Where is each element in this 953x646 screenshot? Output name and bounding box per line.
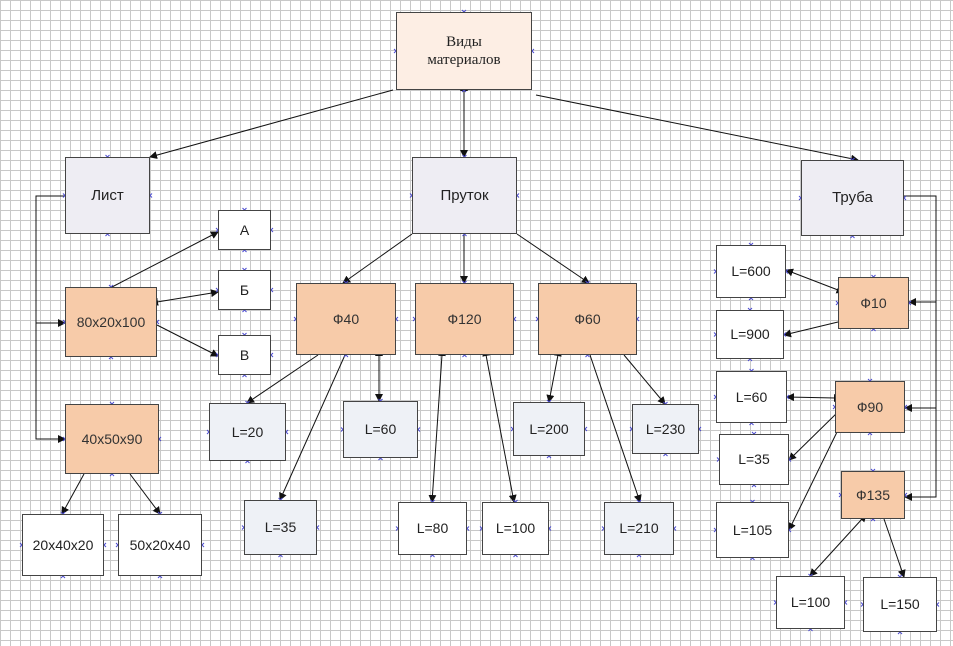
node-20x40x20-label: 20x40x20 bbox=[32, 536, 94, 553]
connector-f90-l60 bbox=[786, 393, 842, 402]
node-l100-prutok[interactable]: L=100 bbox=[482, 502, 549, 555]
node-f90[interactable]: Ф90 bbox=[835, 381, 905, 433]
node-l100-truba[interactable]: L=100 bbox=[776, 576, 845, 629]
node-l80-label: L=80 bbox=[416, 520, 449, 537]
node-truba[interactable]: Труба bbox=[801, 160, 904, 236]
node-b[interactable]: Б bbox=[218, 270, 271, 310]
node-v[interactable]: В bbox=[218, 335, 271, 375]
node-f60[interactable]: Ф60 bbox=[538, 283, 637, 355]
node-l60-truba[interactable]: L=60 bbox=[716, 371, 787, 423]
node-l105-label: L=105 bbox=[732, 521, 773, 538]
node-l600[interactable]: L=600 bbox=[716, 245, 786, 298]
node-50x20x40-label: 50x20x40 bbox=[129, 536, 191, 553]
connector-prutok-f40 bbox=[342, 233, 413, 284]
node-f120[interactable]: Ф120 bbox=[415, 283, 514, 355]
connector-40-50x20x40 bbox=[129, 473, 161, 515]
node-l900[interactable]: L=900 bbox=[716, 310, 784, 359]
connector-f90-l105 bbox=[788, 429, 839, 531]
node-l100-prutok-label: L=100 bbox=[495, 520, 536, 537]
node-f10-label: Ф10 bbox=[860, 294, 887, 311]
node-l60-prutok[interactable]: L=60 bbox=[343, 401, 418, 458]
connector-f120-l80 bbox=[428, 348, 446, 503]
node-v-label: В bbox=[239, 346, 250, 363]
node-l900-label: L=900 bbox=[730, 326, 770, 343]
node-f135-label: Ф135 bbox=[855, 486, 890, 503]
connector-f60-l230 bbox=[623, 354, 666, 405]
connector-root-truba bbox=[535, 94, 859, 163]
connector-f40-l35 bbox=[279, 354, 346, 501]
node-prutok-label: Пруток bbox=[440, 186, 489, 204]
node-a[interactable]: А bbox=[218, 210, 271, 250]
node-f60-label: Ф60 bbox=[574, 310, 601, 327]
connector-f10-l900 bbox=[783, 321, 839, 338]
connector-truba-f90 bbox=[904, 302, 937, 412]
connector-list-40x50x90 bbox=[35, 323, 66, 443]
node-80x20x100-label: 80x20x100 bbox=[76, 313, 146, 330]
connector-f10-l600 bbox=[785, 268, 845, 294]
node-l35-prutok-label: L=35 bbox=[264, 519, 297, 536]
node-l105[interactable]: L=105 bbox=[716, 502, 789, 558]
node-a-label: А bbox=[239, 221, 250, 238]
node-l20[interactable]: L=20 bbox=[209, 403, 286, 461]
connector-truba-f135 bbox=[904, 408, 937, 501]
connector-f135-l100 bbox=[809, 513, 867, 577]
node-l150-label: L=150 bbox=[880, 596, 920, 613]
node-list-label: Лист bbox=[91, 186, 124, 204]
node-80x20x100[interactable]: 80x20x100 bbox=[65, 287, 157, 357]
node-l60-prutok-label: L=60 bbox=[364, 421, 397, 438]
connector-prutok-f60 bbox=[516, 233, 590, 284]
node-l230[interactable]: L=230 bbox=[632, 404, 699, 454]
connector-f60-l200 bbox=[546, 348, 562, 403]
node-l210[interactable]: L=210 bbox=[604, 502, 674, 555]
node-f135[interactable]: Ф135 bbox=[841, 471, 905, 519]
node-40x50x90-label: 40x50x90 bbox=[81, 430, 143, 447]
node-root[interactable]: Виды материалов bbox=[396, 12, 532, 90]
node-l200-label: L=200 bbox=[529, 420, 569, 437]
connector-80-a bbox=[111, 231, 219, 288]
node-l150[interactable]: L=150 bbox=[863, 577, 937, 632]
node-l80[interactable]: L=80 bbox=[398, 502, 467, 555]
node-b-label: Б bbox=[239, 281, 250, 298]
node-l20-label: L=20 bbox=[231, 423, 264, 440]
node-50x20x40[interactable]: 50x20x40 bbox=[118, 514, 202, 576]
node-truba-label: Труба bbox=[832, 189, 873, 206]
connector-list-80x20x100 bbox=[35, 195, 66, 327]
node-f120-label: Ф120 bbox=[447, 310, 482, 327]
connector-f120-l100 bbox=[482, 348, 517, 503]
node-l35-prutok[interactable]: L=35 bbox=[244, 500, 317, 555]
node-l200[interactable]: L=200 bbox=[513, 402, 585, 456]
connector-truba-f10 bbox=[904, 195, 937, 306]
connector-80-b bbox=[150, 289, 219, 306]
connector-f40-l20 bbox=[246, 354, 319, 404]
connector-40-20x40x20 bbox=[61, 473, 85, 515]
connector-f60-l210 bbox=[589, 354, 642, 503]
node-l230-label: L=230 bbox=[645, 420, 686, 437]
node-l600-label: L=600 bbox=[731, 263, 771, 280]
node-l35-truba-label: L=35 bbox=[738, 451, 770, 468]
connector-f90-l35 bbox=[788, 409, 841, 461]
node-f40[interactable]: Ф40 bbox=[296, 283, 396, 355]
node-l35-truba[interactable]: L=35 bbox=[719, 434, 789, 485]
node-20x40x20[interactable]: 20x40x20 bbox=[22, 514, 104, 576]
node-f40-label: Ф40 bbox=[332, 310, 360, 327]
node-list[interactable]: Лист bbox=[65, 157, 150, 234]
node-root-label: Виды материалов bbox=[427, 34, 501, 68]
node-40x50x90[interactable]: 40x50x90 bbox=[65, 404, 159, 474]
node-l210-label: L=210 bbox=[619, 520, 659, 537]
connector-f135-l150 bbox=[883, 518, 906, 578]
node-f10[interactable]: Ф10 bbox=[838, 277, 909, 329]
connector-80-v bbox=[156, 324, 219, 357]
connector-root-list bbox=[149, 89, 394, 159]
node-l100-truba-label: L=100 bbox=[790, 594, 831, 611]
node-l60-truba-label: L=60 bbox=[735, 388, 768, 405]
node-f90-label: Ф90 bbox=[856, 398, 884, 415]
node-prutok[interactable]: Пруток bbox=[412, 157, 517, 234]
